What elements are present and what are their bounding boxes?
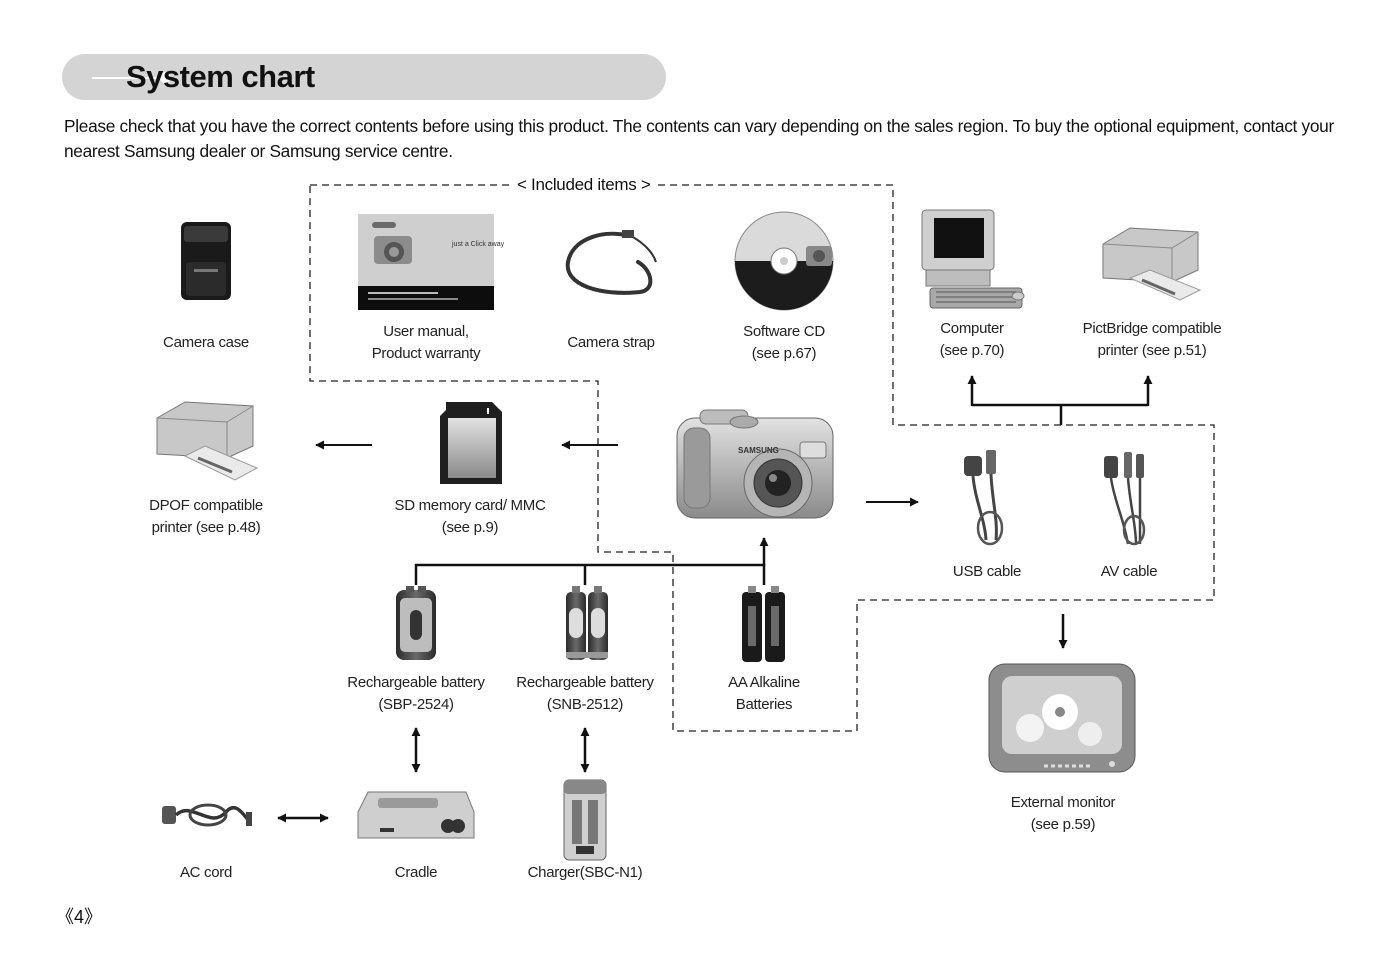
external-monitor-image [988, 663, 1136, 773]
label-line: Camera case [163, 334, 249, 351]
user-manual-image: just a Click away [358, 214, 505, 310]
label-computer: Computer (see p.70) [892, 318, 1052, 362]
label-pictbridge-printer: PictBridge compatible printer (see p.51) [1062, 318, 1242, 362]
intro-paragraph: Please check that you have the correct c… [64, 116, 1334, 161]
camera-strap-image [565, 230, 657, 295]
label-line: (SNB-2512) [546, 696, 624, 713]
dpof-printer-image [156, 401, 259, 481]
camera-case-image [181, 222, 231, 300]
aa-batteries-image [742, 586, 785, 662]
label-line: (see p.67) [751, 345, 817, 362]
label-line: AC cord [179, 864, 233, 881]
label-line: Camera strap [567, 334, 655, 351]
label-line: PictBridge compatible [1082, 320, 1222, 337]
label-line: Batteries [735, 696, 793, 713]
title-bar-dot [160, 72, 171, 83]
label-ac-cord: AC cord [146, 862, 266, 884]
label-external-monitor: External monitor (see p.59) [983, 792, 1143, 836]
label-line: USB cable [952, 563, 1022, 580]
label-line: External monitor [1010, 794, 1116, 811]
cradle-image [357, 791, 475, 839]
included-items-boundary [309, 184, 1215, 732]
label-camera-strap: Camera strap [531, 332, 691, 354]
usb-cable-image [964, 450, 1004, 546]
label-line: Product warranty [371, 345, 481, 362]
pictbridge-printer-image [1102, 227, 1202, 301]
sd-card-image [440, 402, 502, 484]
label-line: printer (see p.48) [151, 519, 261, 536]
label-line: Cradle [394, 864, 438, 881]
label-line: (SBP-2524) [378, 696, 454, 713]
page-title: System chart [126, 59, 315, 94]
label-dpof-printer: DPOF compatible printer (see p.48) [116, 495, 296, 539]
label-user-manual: User manual, Product warranty [326, 321, 526, 365]
label-line: Computer [940, 320, 1004, 337]
label-line: (see p.59) [1030, 816, 1096, 833]
label-line: Rechargeable battery [347, 674, 485, 691]
title-bar-line [92, 77, 162, 79]
included-items-label: < Included items > [512, 174, 656, 196]
label-battery-snb: Rechargeable battery (SNB-2512) [495, 672, 675, 716]
label-line: (see p.70) [939, 342, 1005, 359]
label-cradle: Cradle [356, 862, 476, 884]
label-sd-card: SD memory card/ MMC (see p.9) [370, 495, 570, 539]
charger-image [563, 779, 607, 861]
label-camera-case: Camera case [126, 332, 286, 354]
label-battery-sbp: Rechargeable battery (SBP-2524) [326, 672, 506, 716]
manual-cover-text: just a Click away [451, 241, 505, 248]
label-line: (see p.9) [441, 519, 499, 536]
software-cd-image [734, 211, 834, 311]
title-bar: System chart [62, 54, 666, 100]
label-line: Charger(SBC-N1) [527, 864, 643, 881]
battery-snb-image [566, 586, 608, 660]
computer-image [921, 209, 1025, 309]
label-line: User manual, [383, 323, 469, 340]
label-line: Rechargeable battery [516, 674, 654, 691]
camera-brand-text: SAMSUNG [738, 446, 779, 455]
av-cable-image [1104, 452, 1146, 546]
label-line: AA Alkaline [728, 674, 800, 691]
bracket-batteries [414, 563, 766, 585]
label-aa-batteries: AA Alkaline Batteries [694, 672, 834, 716]
page-number: 《4》 [56, 907, 103, 927]
battery-sbp-image [396, 586, 436, 660]
ac-cord-image [162, 803, 252, 827]
label-av-cable: AV cable [1069, 561, 1189, 583]
label-line: Software CD [743, 323, 825, 340]
label-line: AV cable [1100, 563, 1158, 580]
label-line: DPOF compatible [149, 497, 263, 514]
label-line: printer (see p.51) [1097, 342, 1207, 359]
label-charger: Charger(SBC-N1) [505, 862, 665, 884]
camera-image: SAMSUNG [676, 409, 834, 519]
label-software-cd: Software CD (see p.67) [704, 321, 864, 365]
label-line: SD memory card/ MMC [394, 497, 546, 514]
label-usb-cable: USB cable [927, 561, 1047, 583]
